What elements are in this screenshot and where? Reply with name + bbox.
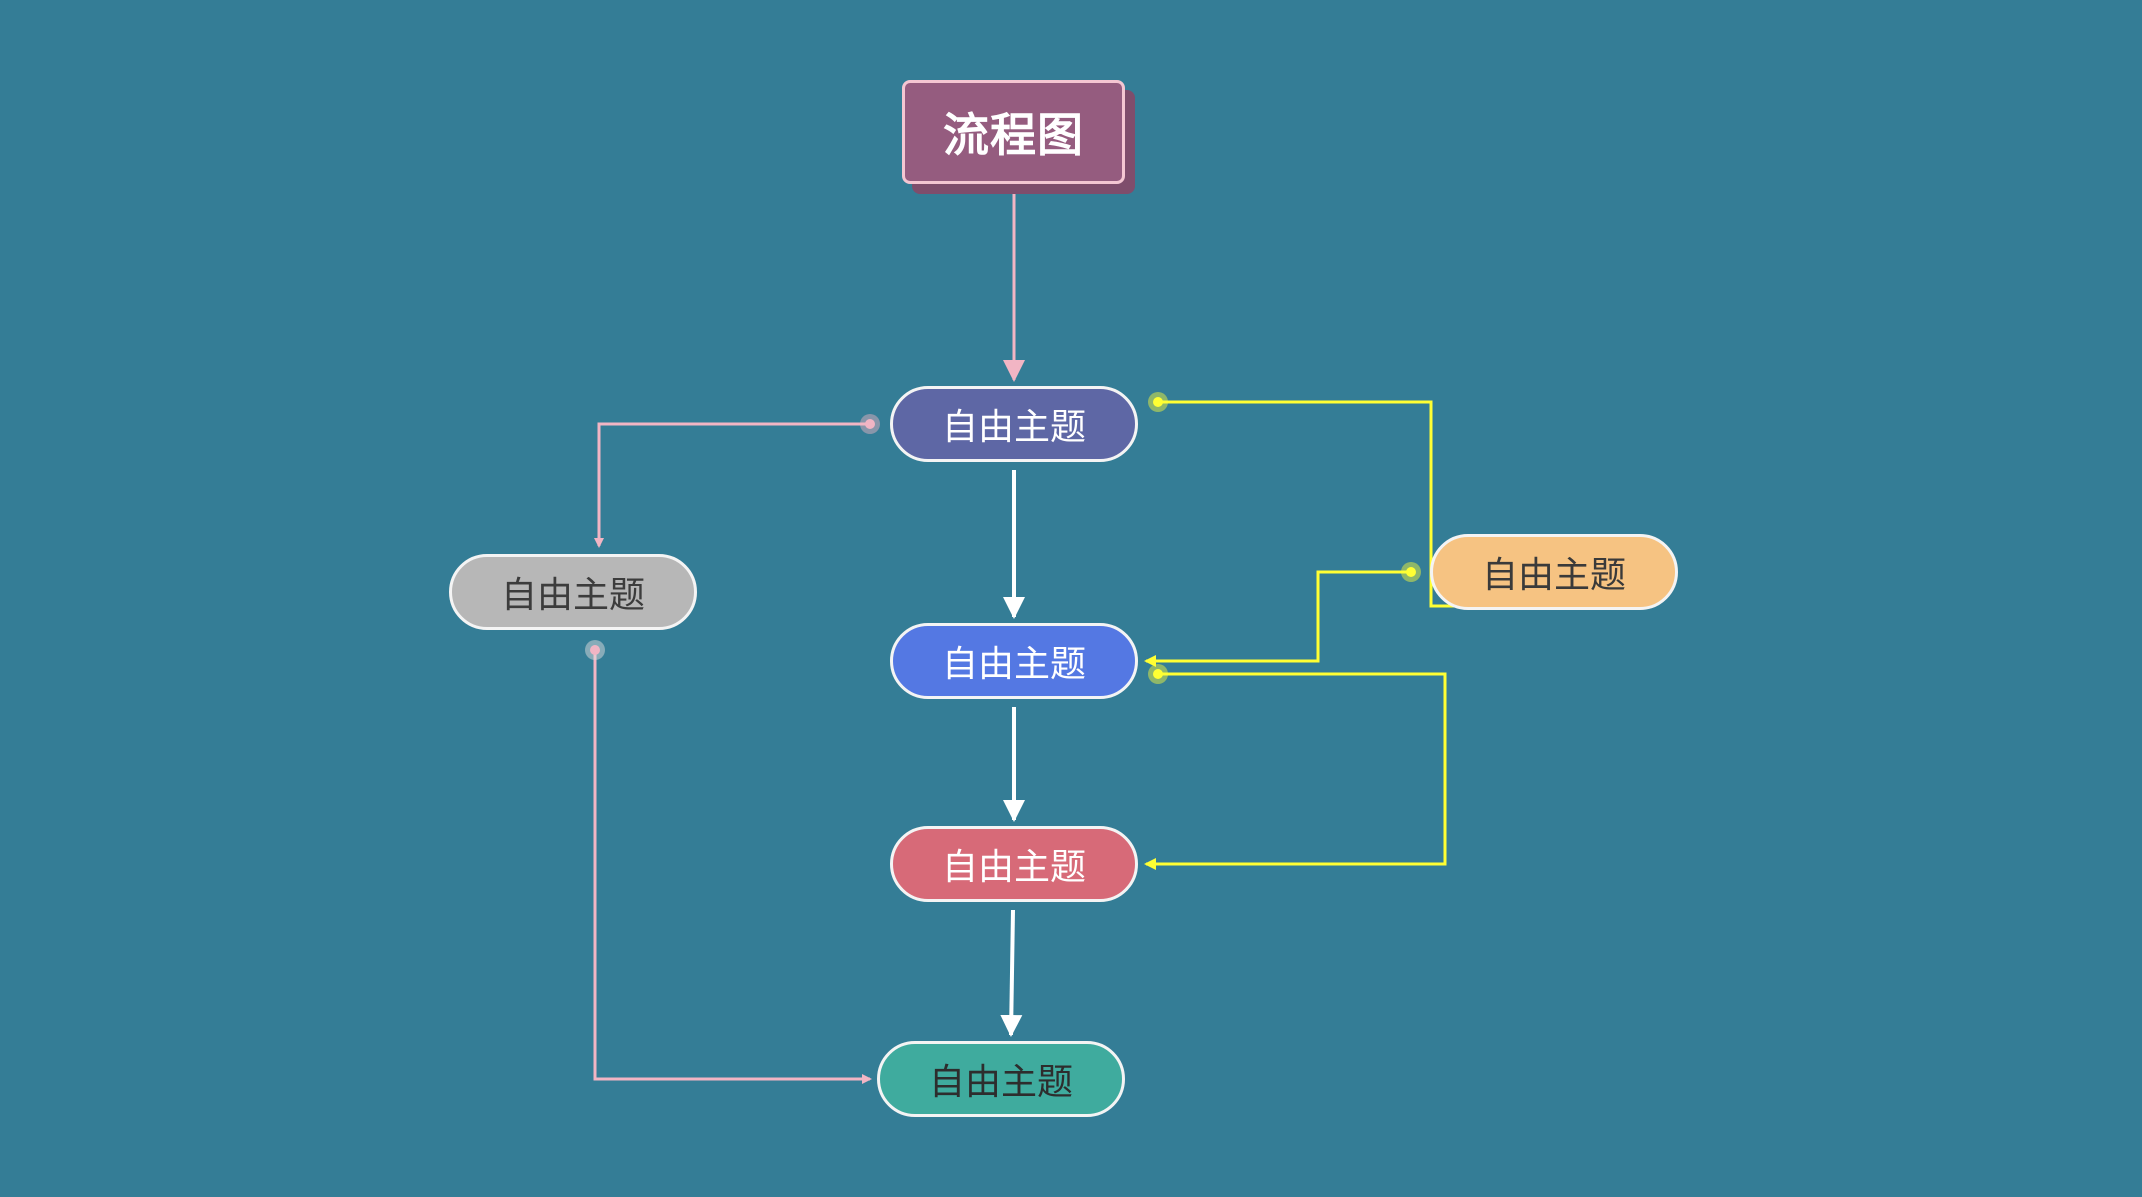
connector-n2-to-n3-side (1144, 672, 1447, 870)
flowchart-title[interactable]: 流程图 (902, 80, 1125, 184)
connector-n1-to-n5 (594, 422, 870, 548)
topic-node-6[interactable]: 自由主题 (1430, 534, 1678, 610)
connector-dot-n2-right-core (1153, 669, 1163, 679)
topic-node-1[interactable]: 自由主题 (890, 386, 1138, 462)
connector-dot-n1-right-core (1153, 397, 1163, 407)
connector-dot-n1-left-core (865, 419, 875, 429)
connector-n3-to-n4 (1000, 909, 1023, 1037)
topic-node-5[interactable]: 自由主题 (449, 554, 697, 630)
connector-dot-n6-left-core (1406, 567, 1416, 577)
connector-n6-to-n2 (1144, 570, 1411, 667)
topic-node-2[interactable]: 自由主题 (890, 623, 1138, 699)
connector-dot-n5-bottom-core (590, 645, 600, 655)
connector-n5-to-n4 (593, 650, 872, 1084)
topic-node-3[interactable]: 自由主题 (890, 826, 1138, 902)
topic-node-4[interactable]: 自由主题 (877, 1041, 1125, 1117)
